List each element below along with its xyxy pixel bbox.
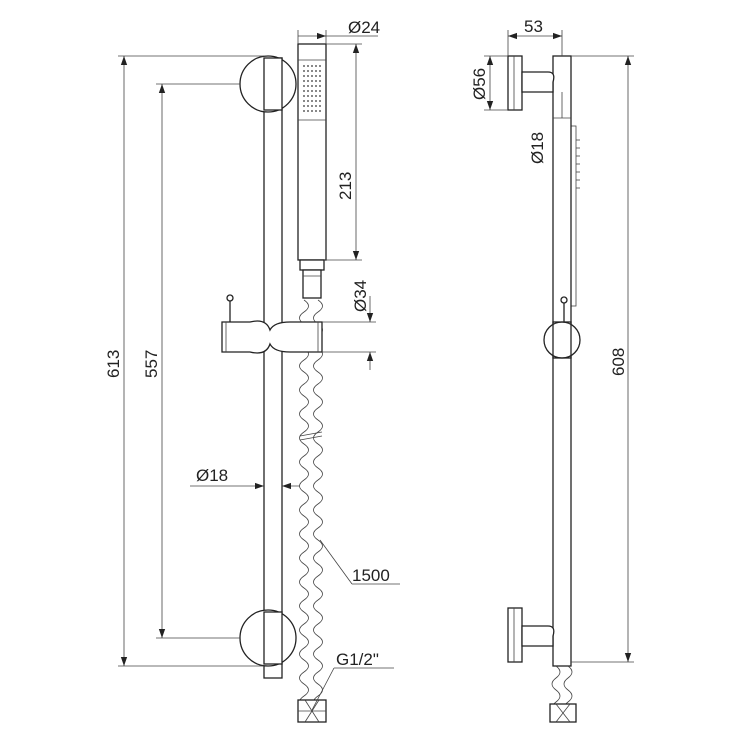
- dim-bracket-spacing-label: 557: [142, 350, 161, 378]
- dim-side-bar-diameter: Ø18: [528, 92, 571, 164]
- dim-wall-projection-label: 53: [524, 17, 543, 36]
- dim-bar-height: 608: [571, 55, 634, 663]
- dim-bar-height-label: 608: [609, 348, 628, 376]
- dim-hose-length-label: 1500: [352, 566, 390, 585]
- dim-wall-projection: 53: [507, 17, 563, 56]
- slider-holder: [221, 294, 323, 354]
- dim-overall-height-label: 613: [104, 350, 123, 378]
- side-hose: [549, 665, 577, 723]
- slide-bar: [263, 57, 283, 679]
- dim-holder-diameter: Ø34: [322, 280, 376, 370]
- dim-flange-diameter: Ø56: [470, 55, 508, 111]
- dim-hose-length: 1500: [319, 539, 400, 585]
- dim-head-diameter: Ø24: [297, 18, 380, 44]
- front-view: Ø24 213 Ø34 613 557: [104, 18, 400, 723]
- hose-end-nut: [297, 699, 327, 723]
- dim-bar-diameter: Ø18: [190, 466, 300, 490]
- side-slide-bar: [552, 55, 572, 667]
- dim-bracket-spacing: 557: [142, 83, 240, 639]
- dim-side-bar-diameter-label: Ø18: [528, 132, 547, 164]
- dim-head-diameter-label: Ø24: [348, 18, 380, 37]
- spray-nozzle-grid: [303, 65, 321, 112]
- hand-shower-head: [297, 43, 327, 261]
- shower-hose: [299, 299, 323, 709]
- side-top-bracket: [507, 55, 555, 111]
- side-view: 53 Ø56 Ø18 608: [470, 17, 634, 723]
- dim-head-length-label: 213: [336, 172, 355, 200]
- dim-thread-label: G1/2": [336, 650, 379, 669]
- dim-flange-diameter-label: Ø56: [470, 68, 489, 100]
- side-bottom-bracket: [507, 607, 555, 663]
- dim-overall-height: 613: [104, 55, 264, 667]
- dim-holder-diameter-label: Ø34: [351, 280, 370, 312]
- dim-bar-diameter-label: Ø18: [196, 466, 228, 485]
- dim-thread: G1/2": [311, 650, 394, 711]
- hose-connector: [299, 259, 325, 299]
- side-holder: [543, 296, 581, 359]
- dim-head-length: 213: [324, 43, 362, 261]
